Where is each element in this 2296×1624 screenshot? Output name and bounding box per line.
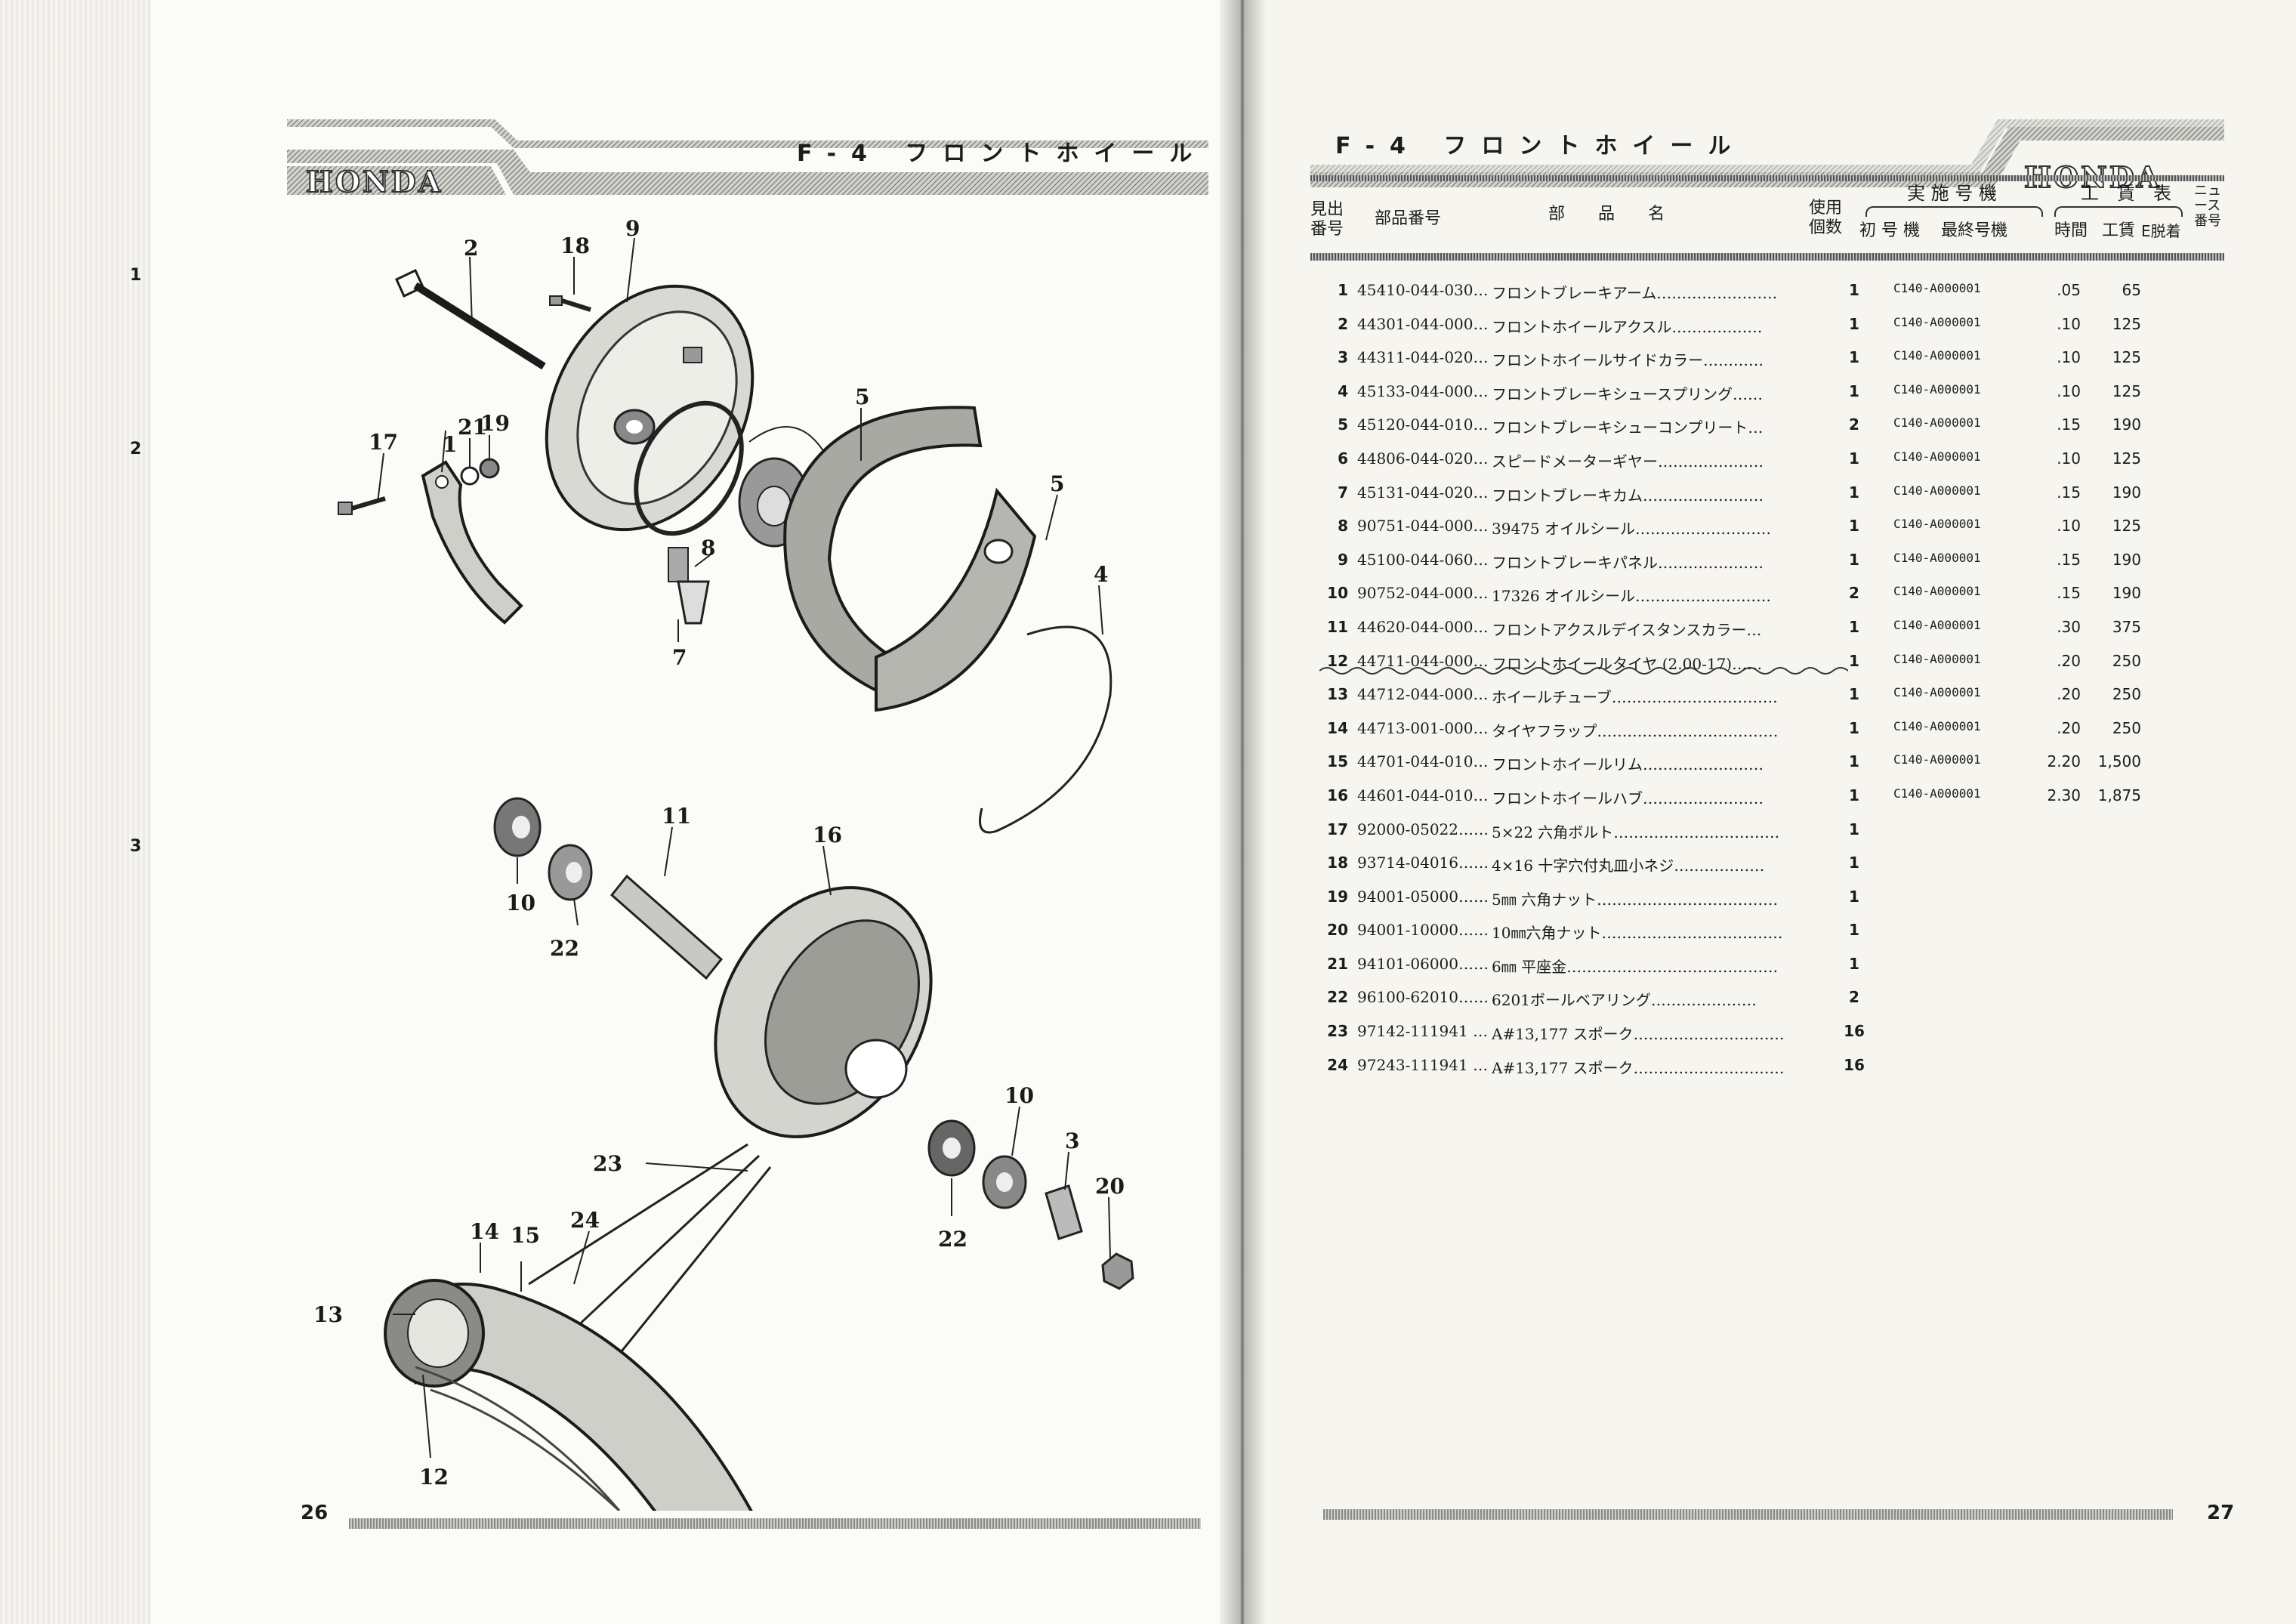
table-row-marked: 12 44711-044-000… フロントホイールタイヤ (2.00-17)…… [1310,644,2224,678]
header-news-no: ニュ ース 番号 [2194,183,2221,229]
table-row: 2 44301-044-000… フロントホイールアクスル……………… 1 C1… [1338,314,2141,336]
callout-11: 11 [662,804,691,829]
header-part-no: 部品番号 [1375,209,1442,228]
header-wage: 工賃 [2102,221,2136,240]
page-number-right: 27 [2207,1502,2235,1524]
table-row: 16 44601-044-010… フロントホイールハブ…………………… 1 C… [1327,786,2141,807]
margin-mark-1: 1 [130,266,142,285]
brace-labor [2054,206,2183,217]
brake-shoe-illustration [783,406,1037,712]
wheel-hub-illustration [714,886,933,1138]
header-rule-top [1310,175,2224,181]
table-row: 1 45410-044-030… フロントブレーキアーム…………………… 1 C… [1338,281,2141,302]
callout-13: 13 [313,1302,343,1327]
table-row: 15 44701-044-010… フロントホイールリム…………………… 1 C… [1327,752,2141,774]
callout-10-left: 10 [506,891,535,915]
page-stack-edge [0,0,151,1624]
book-gutter [1220,0,1265,1624]
brake-panel-illustration [545,284,755,532]
section-title: F-4 フロントホイール [797,140,1208,167]
page-number: 26 [301,1502,329,1524]
table-row: 10 90752-044-000… 17326 オイルシール……………………… … [1327,584,2141,606]
table-row: 21 94101-06000…… 6㎜ 平座金…………………………………… 1 [1327,954,1859,976]
callout-22-left: 22 [550,936,579,961]
brake-cam-illustration [668,547,710,625]
header-applied-serials: 実 施 号 機 [1907,183,1997,204]
table-row: 24 97243-111941 … A#13,177 スポーク………………………… [1327,1055,1865,1077]
small-fasteners-illustration [338,458,500,515]
oil-seal-illustration [634,400,744,536]
header-banner-right [1310,119,2224,187]
header-ref-no: 見出 番号 [1310,200,1344,239]
header-labor-table: 工 賃 表 [2081,183,2171,204]
callout-3: 3 [1065,1128,1079,1153]
header-part-name: 部 品 名 [1548,205,1665,224]
callout-12: 12 [419,1465,449,1490]
callout-23: 23 [593,1151,622,1176]
callout-10-right: 10 [1004,1083,1034,1108]
tire-illustration [384,1279,753,1511]
left-page: 1 2 3 HONDA F-4 フロントホイール [0,0,1208,1624]
table-row: 20 94001-10000…… 10㎜六角ナット……………………………… 1 [1327,921,1859,943]
callout-15: 15 [511,1223,540,1248]
margin-mark-3: 3 [130,837,142,856]
callout-9: 9 [625,216,640,241]
table-row: 13 44712-044-000… ホイールチューブ…………………………… 1 … [1327,685,2141,707]
parts-table-header: 見出 番号 部品番号 部 品 名 使用 個数 実 施 号 機 初 号 機 最終号… [1310,178,2224,253]
section-title-right: F-4 フロントホイール [1335,133,1746,159]
table-row: 19 94001-05000…… 5㎜ 六角ナット……………………………… 1 [1327,887,1859,909]
table-row: 6 44806-044-020… スピードメーターギヤー………………… 1 C1… [1338,449,2141,471]
footer-bar-right [1323,1509,2173,1520]
callout-8: 8 [701,536,715,560]
header-last-serial: 最終号機 [1941,221,2008,240]
callout-16: 16 [813,823,842,848]
honda-logo: HONDA [305,164,443,199]
callout-14: 14 [470,1219,499,1244]
leader-lines [377,237,1111,1459]
table-row: 22 96100-62010…… 6201ボールベアリング………………… 2 [1327,988,1859,1010]
table-row: 8 90751-044-000… 39475 オイルシール……………………… 1… [1338,517,2141,539]
callout-20: 20 [1095,1174,1125,1199]
table-row: 3 44311-044-020… フロントホイールサイドカラー………… 1 C1… [1338,348,2141,370]
parts-list: 1 45410-044-030… フロントブレーキアーム…………………… 1 C… [1310,273,2224,1082]
margin-mark-2: 2 [130,440,142,458]
header-rule-bottom [1310,253,2224,261]
table-row: 11 44620-044-000… フロントアクスルデイスタンスカラー… 1 C… [1327,617,2141,639]
header-qty: 使用 個数 [1809,199,1843,237]
table-row: 5 45120-044-010… フロントブレーキシューコンプリート… 2 C1… [1338,415,2141,437]
callout-5-lower: 5 [1050,471,1064,496]
callout-1: 1 [443,432,457,457]
callout-17: 17 [369,430,398,455]
table-row: 23 97142-111941 … A#13,177 スポーク………………………… [1327,1022,1865,1044]
shoe-spring-illustration [979,625,1113,834]
screw-18-illustration [549,295,591,312]
table-row: 4 45133-044-000… フロントブレーキシュースプリング…… 1 C1… [1338,381,2141,403]
footer-bar [349,1518,1201,1529]
callout-5-upper: 5 [855,384,869,409]
table-row: 7 45131-044-020… フロントブレーキカム…………………… 1 C1… [1338,483,2141,505]
table-row: 9 45100-044-060… フロントブレーキパネル………………… 1 C1… [1338,550,2141,572]
callout-4: 4 [1094,562,1108,587]
brace-serials [1866,206,2043,217]
right-bearings-illustration [927,1119,1134,1290]
bearings-illustration [493,797,724,980]
header-first-serial: 初 号 機 [1859,221,1920,240]
callout-22-right: 22 [938,1227,967,1252]
axle-illustration [395,268,546,370]
callout-24: 24 [570,1208,600,1233]
table-row: 14 44713-001-000… タイヤフラップ……………………………… 1 … [1327,718,2141,740]
header-e-bracket: E脱着 [2141,222,2181,240]
header-hours: 時間 [2054,221,2088,240]
callout-19: 19 [480,411,510,436]
callout-7: 7 [672,645,687,670]
brake-arm-illustration [421,460,523,625]
callout-21: 21 [458,415,487,440]
header-banner [287,119,1208,195]
exploded-parts-diagram: 1 2 3 4 5 5 7 8 9 10 10 11 12 13 14 15 1… [313,216,1134,1511]
table-row: 18 93714-04016…… 4×16 十字穴付丸皿小ネジ……………… 1 [1327,854,1859,875]
table-row: 17 92000-05022…… 5×22 六角ボルト…………………………… 1 [1327,820,1859,841]
callout-18: 18 [560,233,590,258]
handwritten-underline [1319,666,1848,675]
callout-2: 2 [464,236,478,261]
